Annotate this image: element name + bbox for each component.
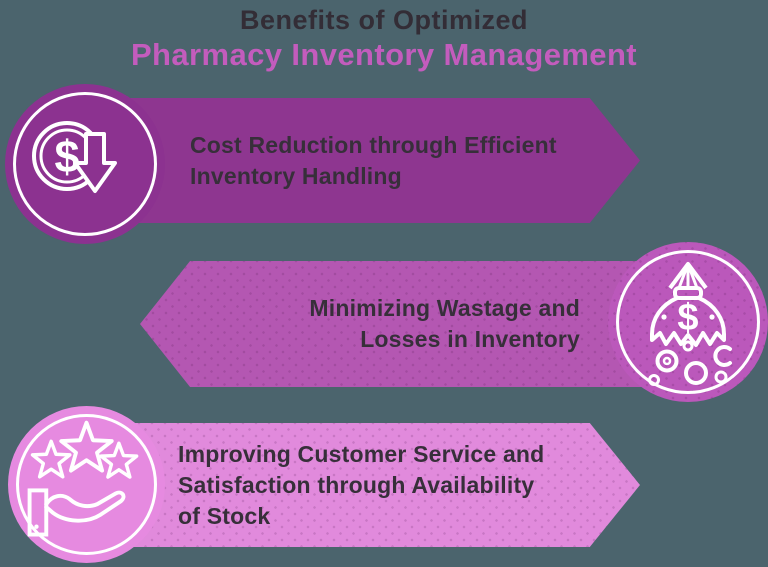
banner-text-block: Cost Reduction through Efficient Invento… — [100, 98, 640, 223]
banner-text-line: Inventory Handling — [190, 162, 402, 189]
banner-arrow-shape — [140, 261, 690, 387]
cuff-glyph — [27, 488, 49, 537]
dollar-coin-down-arrow-icon: $ — [32, 121, 117, 193]
page-title: Benefits of Optimized Pharmacy Inventory… — [0, 5, 768, 73]
hand-with-stars-icon — [27, 420, 139, 537]
hand-glyph — [44, 490, 126, 523]
star-glyph — [30, 439, 72, 479]
banner-text-block: Minimizing Wastage and Losses in Invento… — [140, 261, 690, 387]
torn-money-bag-icon: $ — [648, 262, 732, 386]
star-glyph — [59, 420, 114, 473]
dollar-glyph: $ — [677, 297, 698, 339]
banner-cost-reduction: Cost Reduction through Efficient Invento… — [100, 98, 640, 223]
banner-customer-service: Improving Customer Service and Satisfact… — [100, 423, 640, 547]
title-line-1: Benefits of Optimized — [239, 5, 528, 35]
circle-minimizing-wastage: $ — [608, 242, 768, 402]
banner-arrow-shape — [100, 423, 640, 547]
banner-text-line: Satisfaction through Availability — [178, 471, 535, 498]
banner-text-line: Improving Customer Service and — [178, 440, 545, 467]
down-arrow-glyph — [73, 132, 117, 193]
banner-text-line: Losses in Inventory — [360, 326, 580, 352]
banner-text-line: Cost Reduction through Efficient — [190, 131, 557, 158]
banner-arrow-shape — [100, 98, 640, 223]
banner-text-line: Minimizing Wastage and — [309, 295, 580, 321]
star-glyph — [99, 441, 139, 479]
banner-text-line: of Stock — [178, 502, 271, 529]
dollar-glyph: $ — [54, 131, 79, 182]
banner-text-block: Improving Customer Service and Satisfact… — [100, 423, 640, 547]
title-line-2: Pharmacy Inventory Management — [130, 37, 638, 72]
circle-cost-reduction: $ — [5, 84, 165, 244]
circle-customer-service — [8, 406, 165, 563]
banner-minimizing-wastage: Minimizing Wastage and Losses in Invento… — [140, 261, 690, 387]
